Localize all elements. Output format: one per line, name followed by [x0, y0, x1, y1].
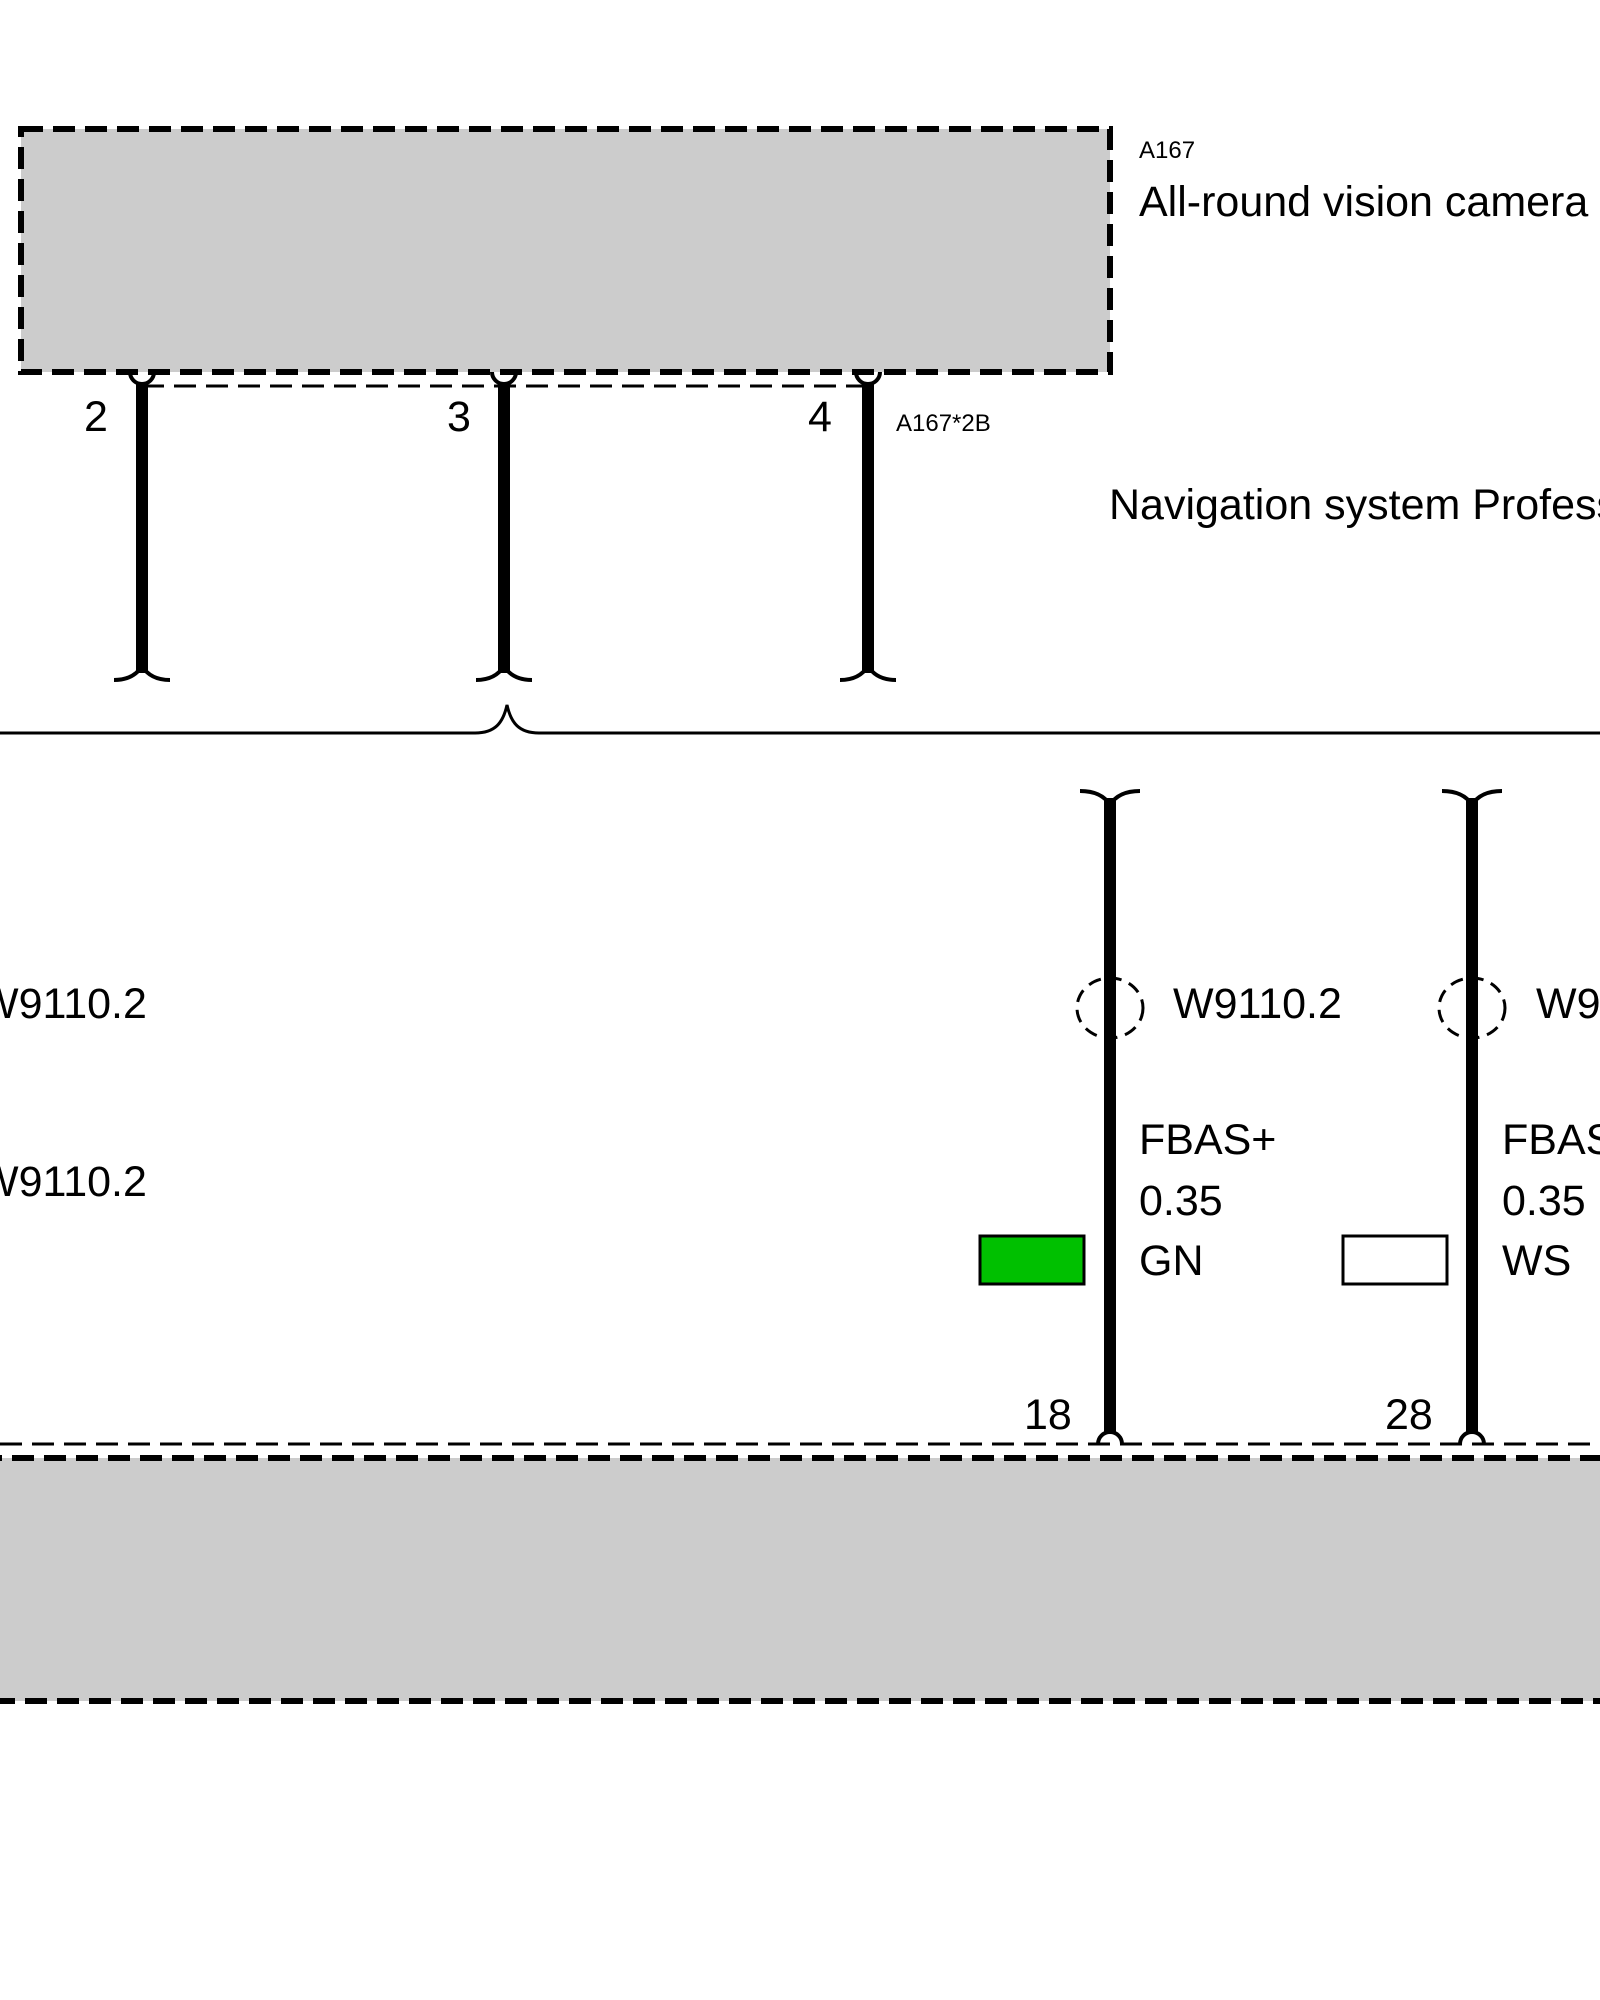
wire-18-gauge-label: 0.35	[1139, 1177, 1223, 1225]
wire-18-shield-label: W9110.2	[1173, 980, 1342, 1028]
camera-pin-3-label: 3	[447, 393, 471, 441]
camera-pin-4[interactable]	[839, 371, 897, 682]
shield-marker-icon	[1437, 976, 1507, 1040]
shield-marker-icon	[1075, 976, 1145, 1040]
wire-28-gauge-label: 0.35	[1502, 1177, 1586, 1225]
grouping-brace	[0, 704, 1600, 735]
nav-pin-18-label: 18	[1024, 1391, 1072, 1439]
wire-pin-18[interactable]	[1079, 789, 1141, 1445]
wire-18-color-swatch	[978, 1234, 1086, 1286]
wire-18-signal-label: FBAS+	[1139, 1116, 1276, 1164]
navigation-name-label: Navigation system Professional	[1109, 481, 1600, 529]
camera-pin-4-label: 4	[808, 393, 832, 441]
wire-28-signal-label: FBAS-	[1502, 1116, 1600, 1164]
camera-component-box[interactable]	[18, 126, 1113, 375]
camera-ref-label: A167	[1139, 137, 1195, 164]
camera-pin-3[interactable]	[475, 371, 533, 682]
camera-pin-2-label: 2	[84, 393, 108, 441]
wire-28-shield-label: W9110.2	[1536, 980, 1600, 1028]
shield-label-left-lower: W9110.2	[0, 1158, 147, 1206]
wire-28-color-label: WS	[1502, 1237, 1571, 1285]
camera-connector-label: A167*2B	[896, 410, 991, 437]
shield-label-left-upper: W9110.2	[0, 980, 147, 1028]
camera-name-label: All-round vision camera	[1139, 178, 1588, 226]
wire-pin-28[interactable]	[1441, 789, 1503, 1445]
navigation-component-box[interactable]	[0, 1455, 1600, 1704]
wire-28-color-swatch	[1341, 1234, 1449, 1286]
wire-18-color-label: GN	[1139, 1237, 1204, 1285]
camera-pin-2[interactable]	[113, 371, 171, 682]
nav-pin-28-label: 28	[1385, 1391, 1433, 1439]
